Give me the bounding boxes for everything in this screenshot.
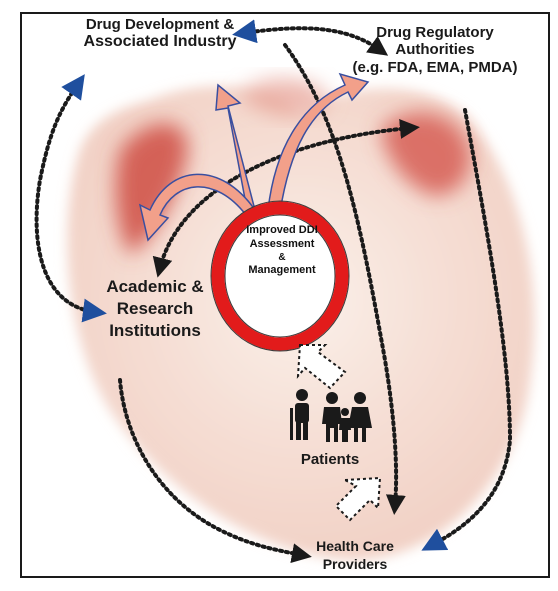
providers-line2: Providers [290, 556, 420, 574]
core-line4: Management [228, 264, 336, 278]
core-label: Improved DDI Assessment & Management [228, 224, 336, 278]
academic-line3: Institutions [70, 320, 240, 342]
patients-label: Patients [270, 451, 390, 468]
academic-line2: Research [70, 298, 240, 320]
drug-development-line1: Drug Development & [40, 16, 280, 33]
core-line3: & [228, 252, 336, 265]
regulatory-line2: Authorities [330, 41, 540, 58]
core-line1: Improved DDI [228, 224, 336, 238]
regulatory-line3: (e.g. FDA, EMA, PMDA) [330, 59, 540, 76]
drug-development-line2: Associated Industry [40, 33, 280, 51]
academic-line1: Academic & [70, 276, 240, 298]
regulatory-label: Drug Regulatory Authorities (e.g. FDA, E… [330, 24, 540, 76]
core-line2: Assessment [228, 238, 336, 252]
regulatory-line1: Drug Regulatory [330, 24, 540, 41]
providers-label: Health Care Providers [290, 538, 420, 573]
academic-label: Academic & Research Institutions [70, 276, 240, 342]
providers-line1: Health Care [290, 538, 420, 556]
drug-development-label: Drug Development & Associated Industry [40, 16, 280, 52]
